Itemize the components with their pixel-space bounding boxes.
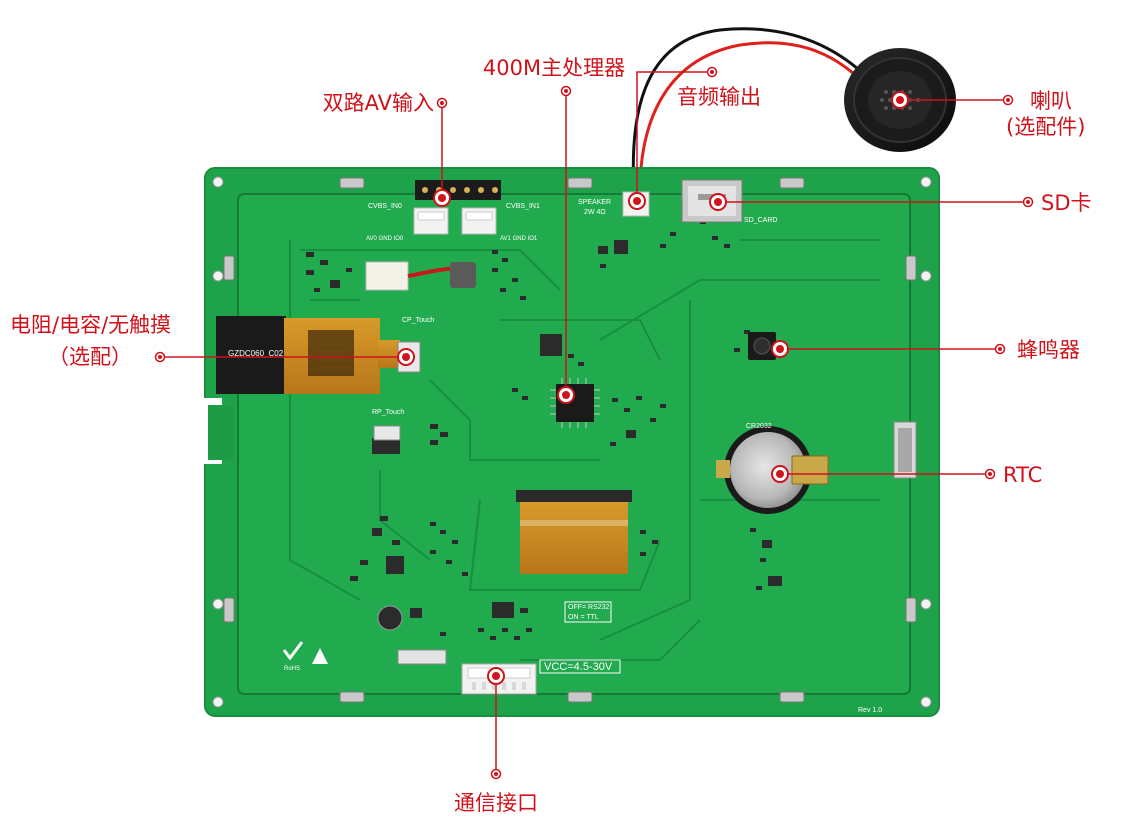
- certification-marks: [282, 641, 328, 664]
- lcd-flex-connector: [516, 490, 632, 574]
- silk-cr2032: CR2032: [746, 423, 772, 430]
- silk-on-ttl: ON = TTL: [568, 614, 599, 621]
- silk-vcc-range: VCC=4.5-30V: [544, 661, 613, 673]
- label-dual-av-input: 双路AV输入: [322, 91, 434, 115]
- silkscreen-text: CVBS_IN0 CVBS_IN1 AV0 GND IO0 AV1 GND IO…: [228, 199, 882, 714]
- callout-lines: [160, 71, 1028, 774]
- silk-cvbs-in0: CVBS_IN0: [368, 203, 402, 210]
- silk-revision: Rev 1.0: [858, 707, 882, 714]
- rtc-battery: [716, 426, 829, 514]
- silk-rohs: RoHS: [284, 666, 300, 672]
- silk-speaker: SPEAKER: [578, 199, 611, 206]
- label-speaker-note: (选配件): [1006, 115, 1086, 139]
- label-buzzer: 蜂鸣器: [1017, 338, 1080, 362]
- silk-cp-touch: CP_Touch: [402, 317, 434, 324]
- internal-cable-connector: [365, 261, 476, 291]
- silk-fpc-code: GZDC060_C02: [228, 349, 284, 358]
- smd-components: [306, 220, 782, 640]
- label-comm-interface: 通信接口: [454, 791, 538, 815]
- label-processor: 400M主处理器: [482, 56, 626, 80]
- speaker-wire-black: [631, 27, 872, 193]
- label-speaker: 喇叭: [1030, 89, 1072, 113]
- silk-rp-touch: RP_Touch: [372, 409, 404, 416]
- silk-sd-card: SD_CARD: [744, 217, 777, 224]
- callout-label-markers: [154, 66, 1034, 780]
- silk-av1-pins: AV1 GND IO1: [500, 236, 538, 242]
- buzzer-component: [748, 332, 776, 360]
- processor-chip: [550, 378, 600, 428]
- label-touch-option: 电阻/电容/无触摸: [10, 313, 172, 337]
- silk-av0-pins: AV0 GND IO0: [366, 236, 404, 242]
- label-touch-option-note: （选配）: [48, 345, 132, 369]
- label-rtc: RTC: [1003, 463, 1043, 487]
- silk-off-rs232: OFF= RS232: [568, 604, 610, 611]
- label-audio-output: 音频输出: [677, 85, 761, 109]
- speaker-wire-red: [638, 41, 874, 193]
- silk-cvbs-in1: CVBS_IN1: [506, 203, 540, 210]
- silk-speaker-spec: 2W 4Ω: [584, 209, 606, 216]
- pcb-board: [200, 167, 940, 717]
- callout-target-markers: [397, 91, 909, 685]
- label-sd-card: SD卡: [1041, 191, 1092, 215]
- electrolytic-capacitor: [377, 605, 403, 631]
